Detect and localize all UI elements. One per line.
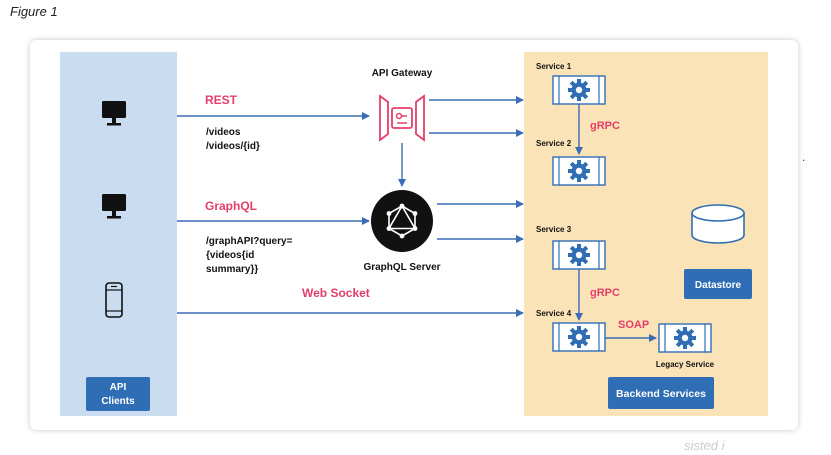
graphql-label: GraphQL	[205, 199, 257, 213]
websocket-label: Web Socket	[302, 286, 370, 300]
gear-icon	[568, 160, 590, 182]
rest-label: REST	[205, 93, 238, 107]
architecture-diagram: API Clients REST /videos /videos/{id} Gr…	[60, 52, 768, 416]
database-icon	[691, 204, 745, 244]
api-clients-label-1: API	[110, 382, 127, 393]
backend-services-label: Backend Services	[616, 388, 706, 400]
service2-label: Service 2	[536, 139, 572, 148]
api-gateway-title: API Gateway	[372, 68, 433, 79]
gear-icon	[568, 244, 590, 266]
graphql-path-2: {videos{id	[206, 250, 254, 261]
datastore-label: Datastore	[695, 280, 742, 291]
api-clients-label-2: Clients	[101, 396, 135, 407]
diagram-frame: API Clients REST /videos /videos/{id} Gr…	[30, 40, 798, 430]
service1-label: Service 1	[536, 62, 572, 71]
service4-box[interactable]	[552, 322, 606, 352]
gear-icon	[568, 79, 590, 101]
graphql-server-title: GraphQL Server	[363, 262, 440, 273]
graphql-logo-icon	[371, 190, 433, 252]
gear-icon	[568, 326, 590, 348]
mobile-phone-icon	[105, 282, 123, 318]
desktop-icon	[102, 101, 126, 126]
rest-path-1: /videos	[206, 127, 241, 138]
service3-label: Service 3	[536, 225, 572, 234]
service4-label: Service 4	[536, 309, 572, 318]
grpc-label-1: gRPC	[590, 120, 620, 132]
graphql-path-1: /graphAPI?query=	[206, 236, 293, 247]
rest-path-2: /videos/{id}	[206, 141, 260, 152]
legacy-service-label: Legacy Service	[656, 360, 715, 369]
grpc-label-2: gRPC	[590, 287, 620, 299]
desktop-icon	[102, 194, 126, 219]
api-clients-button[interactable]: API Clients	[86, 377, 150, 411]
soap-label: SOAP	[618, 319, 649, 331]
datastore-button[interactable]: Datastore	[684, 269, 752, 299]
legacy-service-box[interactable]	[658, 323, 712, 353]
stray-dot: .	[802, 150, 806, 164]
graphql-path-3: summary}}	[206, 264, 258, 275]
stray-corner-text: sisted i	[684, 438, 725, 453]
api-gateway-icon	[379, 94, 425, 142]
service3-box[interactable]	[552, 240, 606, 270]
figure-caption: Figure 1	[10, 4, 58, 19]
service2-box[interactable]	[552, 156, 606, 186]
backend-services-button[interactable]: Backend Services	[608, 377, 714, 409]
gear-icon	[674, 327, 696, 349]
service1-box[interactable]	[552, 75, 606, 105]
